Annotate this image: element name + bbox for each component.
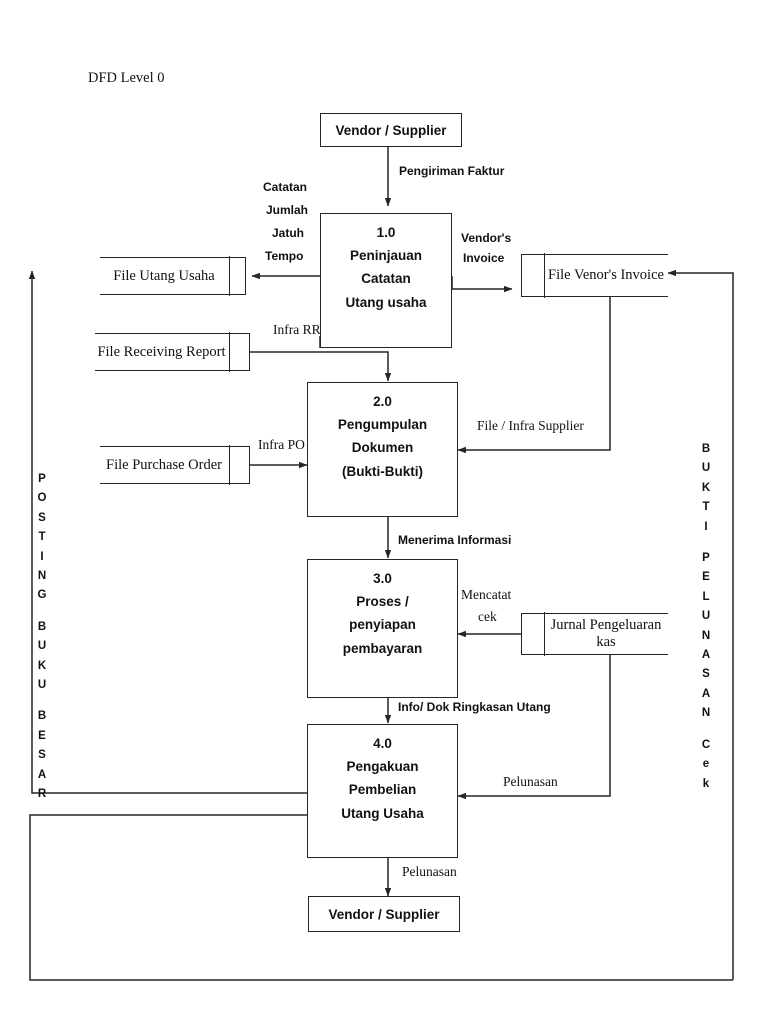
flow-label-info-dok-ringkasan-utang: Info/ Dok Ringkasan Utang [398,700,551,714]
entity-vendor-supplier-bottom[interactable]: Vendor / Supplier [308,896,460,932]
letter: R [37,788,47,801]
process-id: 4.0 [373,736,392,751]
process-2-pengumpulan-dokumen[interactable]: 2.0 Pengumpulan Dokumen (Bukti-Bukti) [307,382,458,517]
store-file-purchase-order[interactable]: File Purchase Order [100,445,250,485]
letter: E [702,571,710,584]
letter: S [702,668,710,681]
flow-label-infra-rr: Infra RR [273,322,321,337]
letter: P [702,552,710,565]
flow-label-vendors: Vendor's [461,231,512,245]
store-file-vendors-invoice[interactable]: File Venor's Invoice [521,253,668,298]
process-id: 3.0 [373,571,392,586]
store-file-utang-usaha[interactable]: File Utang Usaha [100,256,246,296]
flow-label-menerima-informasi: Menerima Informasi [398,533,512,547]
letter: N [37,570,47,583]
store-divider [229,256,230,296]
letter: A [37,768,47,781]
process-id: 1.0 [376,225,396,240]
process-1-peninjauan-catatan-utang-usaha[interactable]: 1.0 Peninjauan Catatan Utang usaha [320,213,452,348]
letter: B [701,443,711,455]
letter: K [701,481,711,494]
flow-label-jatuh: Jatuh [272,226,305,240]
letter: B [37,620,47,633]
letter: I [704,520,708,533]
store-label: File Utang Usaha [113,267,215,284]
flow-label-jumlah: Jumlah [266,203,309,217]
process-4-pengakuan-pembelian-utang-usaha[interactable]: 4.0 Pengakuan Pembelian Utang Usaha [307,724,458,858]
letter: E [38,729,46,742]
process-line: Peninjauan [349,248,422,264]
letter: e [702,758,710,771]
process-line: Utang Usaha [341,805,424,821]
store-divider [544,612,545,656]
letter: T [702,501,710,514]
entity-label: Vendor / Supplier [335,122,447,138]
flow-label-infra-po: Infra PO [258,437,305,452]
store-file-receiving-report[interactable]: File Receiving Report [95,332,250,372]
letter: S [38,511,46,524]
store-label: File Receiving Report [97,343,226,360]
process-line: Catatan [361,271,411,287]
process-line: Utang usaha [345,294,427,310]
store-label: Jurnal Pengeluaran kas [550,617,662,650]
process-line: Proses / [356,594,409,610]
flow-label-pelunasan-bottom: Pelunasan [402,864,457,879]
process-line: (Bukti-Bukti) [342,463,423,479]
flow-label-catatan: Catatan [263,180,308,194]
entity-label: Vendor / Supplier [328,906,440,922]
letter-gap [33,695,51,707]
store-divider [229,332,230,372]
flow-label-mencatat: Mencatat [461,587,512,602]
flow-label-invoice: Invoice [463,251,505,265]
page-title: DFD Level 0 [88,70,165,86]
letter: O [37,492,47,505]
letter: T [38,531,46,544]
letter: k [702,777,710,790]
letter: B [37,710,47,723]
flow-label-pelunasan-right: Pelunasan [503,774,558,789]
process-line: Pengakuan [346,759,419,775]
letter: K [37,659,47,672]
letter: I [40,550,44,563]
letter: N [701,629,711,642]
store-jurnal-pengeluaran-kas[interactable]: Jurnal Pengeluaran kas [521,612,668,656]
flow-label-file-infra-supplier: File / Infra Supplier [477,418,584,433]
letter: U [37,679,47,692]
letter: A [701,649,711,662]
entity-vendor-supplier-top[interactable]: Vendor / Supplier [320,113,462,147]
process-line: Pengumpulan [337,417,428,433]
flow-label-tempo: Tempo [265,249,304,263]
letter: L [702,590,710,603]
letter: U [701,462,711,475]
flow-label-cek: cek [478,609,497,624]
flow-label-pengiriman-faktur: Pengiriman Faktur [399,164,505,178]
letter: U [37,640,47,653]
process-id: 2.0 [373,394,392,409]
store-label: File Venor's Invoice [548,267,664,283]
letter-gap [697,537,715,549]
letter: G [37,589,47,602]
process-line: Pembelian [348,782,417,798]
process-line: Dokumen [351,440,414,456]
process-3-proses-penyiapan-pembayaran[interactable]: 3.0 Proses / penyiapan pembayaran [307,559,458,698]
store-label: File Purchase Order [106,456,222,473]
letter: S [38,749,46,762]
store-divider [229,445,230,485]
letter: A [701,687,711,700]
letter: U [701,610,711,623]
letter-gap [33,606,51,618]
store-divider [544,253,545,298]
letter-gap [697,724,715,736]
letter: C [701,738,711,751]
letter: N [701,707,711,720]
process-line: pembayaran [342,640,423,656]
process-line: penyiapan [349,617,416,633]
letter: P [38,473,46,485]
